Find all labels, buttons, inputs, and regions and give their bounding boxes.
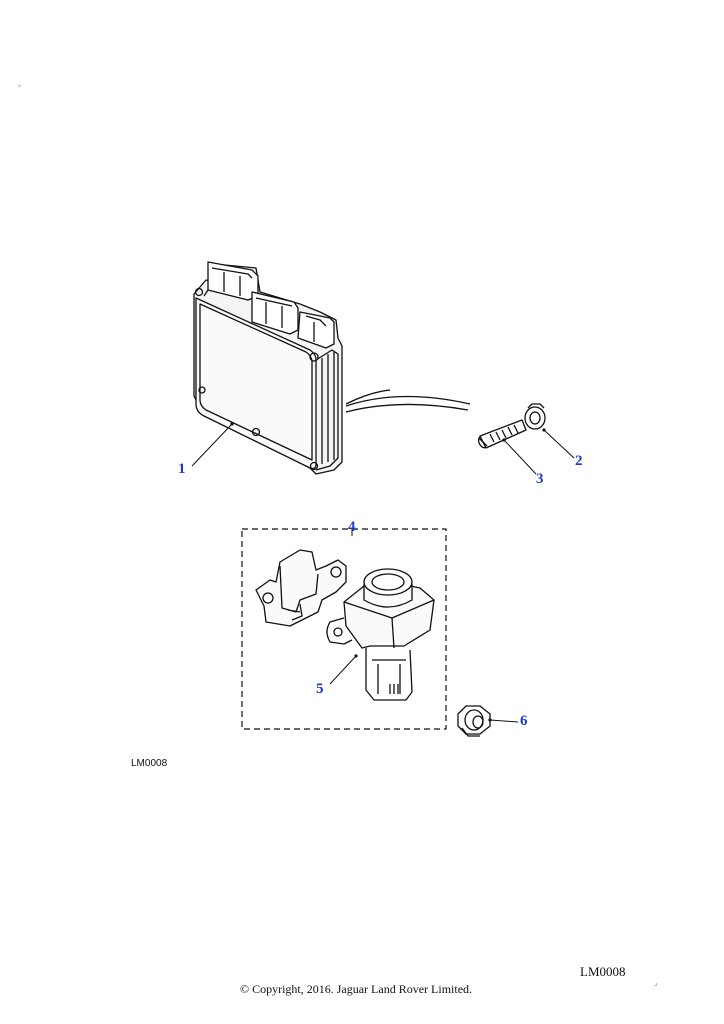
illustration-ref: LM0008 (131, 758, 168, 769)
kit-outline (241, 528, 447, 730)
bolt-part (477, 419, 527, 449)
sensor-part (326, 568, 435, 701)
copyright-notice: © Copyright, 2016. Jaguar Land Rover Lim… (239, 982, 473, 996)
leader-lines (191, 423, 575, 723)
control-module-part (193, 261, 471, 475)
washer-part (524, 403, 546, 430)
callout-1: 1 (178, 461, 186, 477)
callout-2: 2 (575, 453, 583, 469)
callout-5: 5 (316, 681, 324, 697)
corner-mark-bottom: ⌟ (654, 978, 658, 987)
footer-ref: LM0008 (580, 964, 626, 979)
callout-6: 6 (520, 713, 528, 729)
flange-nut-part (457, 705, 491, 737)
callout-3: 3 (536, 471, 544, 487)
corner-mark-top: ⌜ (18, 84, 22, 93)
callout-4: 4 (348, 519, 356, 535)
bracket-part (255, 549, 347, 627)
